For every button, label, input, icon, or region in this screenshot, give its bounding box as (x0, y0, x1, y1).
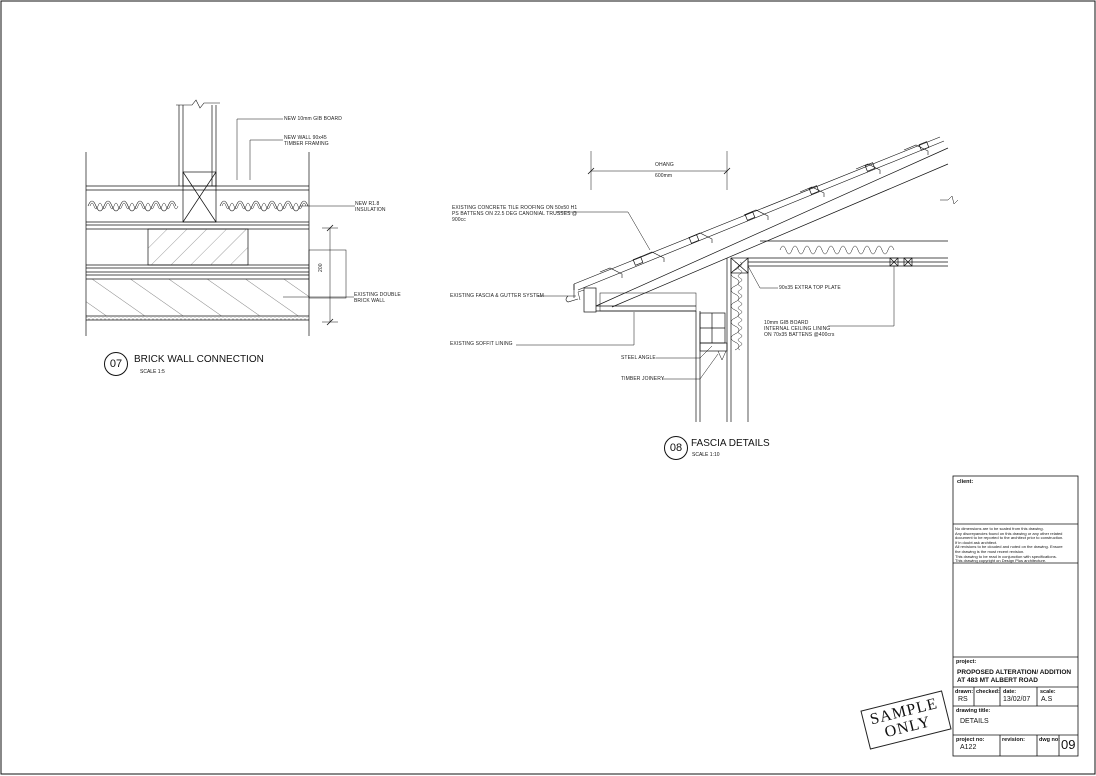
label-roofing: EXISTING CONCRETE TILE ROOFING ON 50x50 … (452, 205, 578, 223)
label-insulation: NEW R1.8 INSULATION (355, 201, 386, 213)
detail-08-title: FASCIA DETAILS (691, 438, 770, 449)
label-steel-angle: STEEL ANGLE (621, 355, 656, 361)
date-value: 13/02/07 (1003, 696, 1031, 703)
scale-label: scale: (1040, 689, 1056, 695)
project-no-value: A122 (960, 744, 977, 751)
client-label: client: (957, 479, 974, 485)
detail-07-number: 07 (104, 352, 128, 376)
detail-07-scale: SCALE 1:5 (140, 369, 165, 375)
dim-overhang-label: OHANG (655, 162, 674, 168)
label-soffit: EXISTING SOFFIT LINING (450, 341, 513, 347)
label-gib-ceiling: 10mm GIB BOARD INTERNAL CEILING LINING O… (764, 320, 835, 338)
project-label: project: (956, 659, 977, 665)
dimension-200: 200 (318, 263, 324, 272)
drawn-value: RS (958, 696, 968, 703)
project-value: PROPOSED ALTERATION/ ADDITION AT 483 MT … (957, 669, 1072, 684)
detail-07-title: BRICK WALL CONNECTION (134, 354, 264, 365)
scale-value: A.S (1041, 696, 1053, 703)
dim-overhang-value: 600mm (655, 173, 673, 179)
revision-label: revision: (1002, 737, 1025, 743)
detail-07-drawing (85, 99, 355, 336)
dwg-no-value: 09 (1061, 737, 1076, 752)
label-wall-framing: NEW WALL 90x45 TIMBER FRAMING (284, 135, 329, 147)
title-block-frame (952, 475, 1079, 757)
checked-label: checked: (976, 689, 1000, 695)
label-fascia: EXISTING FASCIA & GUTTER SYSTEM (450, 293, 544, 299)
detail-08-drawing (516, 136, 959, 422)
detail-08-scale: SCALE 1:10 (692, 452, 720, 458)
drawn-label: drawn: (955, 689, 974, 695)
dwg-no-label: dwg no: (1039, 737, 1061, 743)
drawing-title-label: drawing title: (956, 708, 991, 714)
label-top-plate: 90x35 EXTRA TOP PLATE (779, 285, 841, 291)
label-gib-board: NEW 10mm GIB BOARD (284, 116, 342, 122)
label-timber-joinery: TIMBER JOINERY (621, 376, 665, 382)
label-brick-wall: EXISTING DOUBLE BRICK WALL (354, 292, 401, 304)
title-block-notes: No dimensions are to be scaled from this… (955, 526, 1064, 564)
date-label: date: (1003, 689, 1017, 695)
drawing-title-value: DETAILS (960, 718, 989, 725)
project-no-label: project no: (956, 737, 985, 743)
detail-08-number: 08 (664, 436, 688, 460)
